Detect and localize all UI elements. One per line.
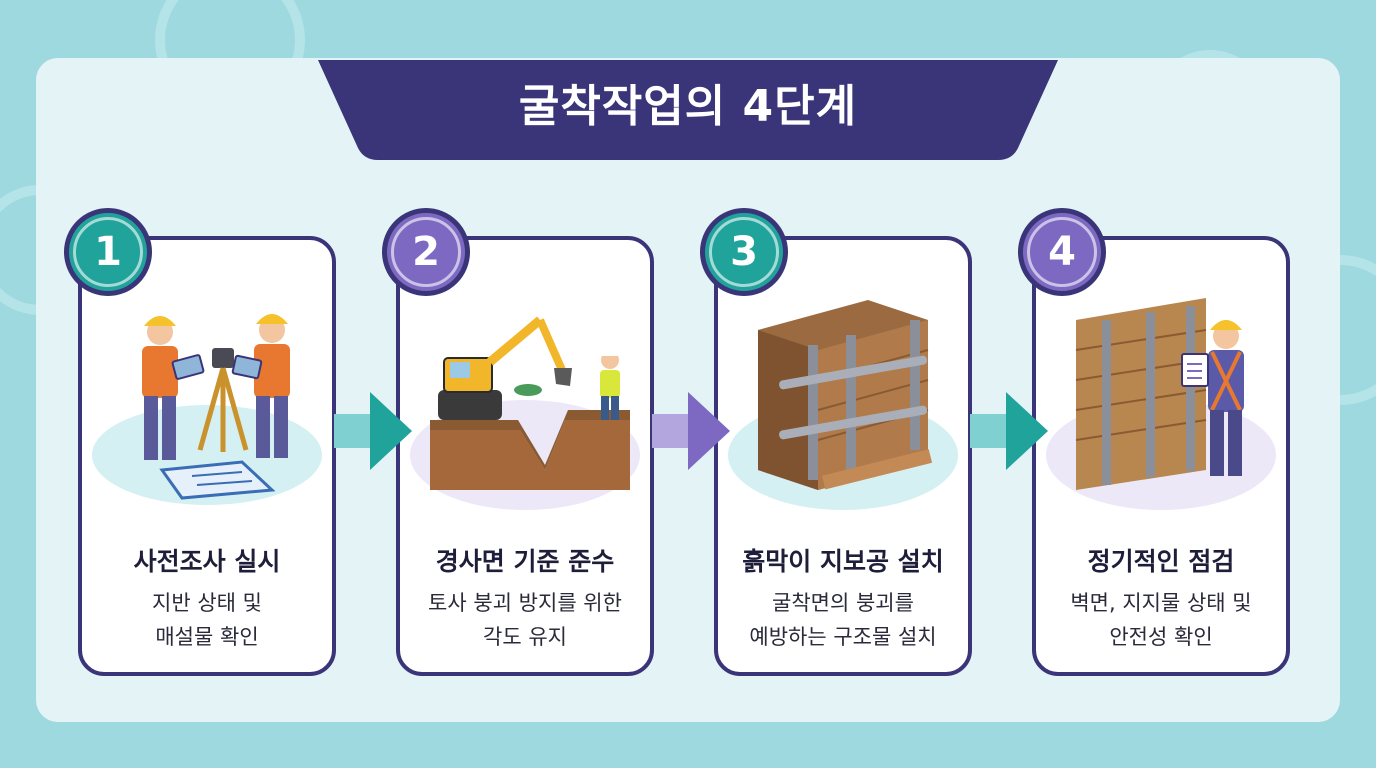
step-number-badge-4: 4 — [1018, 208, 1106, 296]
step-description: 벽면, 지지물 상태 및 안전성 확인 — [1044, 586, 1278, 654]
step-number: 2 — [391, 217, 461, 287]
excavator-illustration — [410, 316, 640, 510]
step-title: 경사면 기준 준수 — [435, 547, 615, 576]
step-description-line: 안전성 확인 — [1109, 625, 1213, 649]
step-number: 4 — [1027, 217, 1097, 287]
step-number: 1 — [73, 217, 143, 287]
step-number-badge-1: 1 — [64, 208, 152, 296]
page-title: 굴착작업의 4단계 — [518, 81, 858, 132]
step-description-line: 토사 붕괴 방지를 위한 — [428, 591, 622, 615]
step-title: 사전조사 실시 — [133, 547, 281, 576]
arrow-right-icon — [652, 392, 730, 470]
step-description: 토사 붕괴 방지를 위한 각도 유지 — [408, 586, 642, 654]
step-number: 3 — [709, 217, 779, 287]
inspector-illustration — [1046, 298, 1276, 510]
step-number-badge-3: 3 — [700, 208, 788, 296]
step-card-2: 경사면 기준 준수 토사 붕괴 방지를 위한 각도 유지 — [396, 236, 654, 676]
step-number-badge-2: 2 — [382, 208, 470, 296]
step-description-line: 굴착면의 붕괴를 — [772, 591, 914, 615]
arrow-right-icon — [970, 392, 1048, 470]
step-description-line: 예방하는 구조물 설치 — [749, 625, 937, 649]
step-description-line: 지반 상태 및 — [152, 591, 262, 615]
arrow-right-icon — [334, 392, 412, 470]
step-card-1: 사전조사 실시 지반 상태 및 매설물 확인 — [78, 236, 336, 676]
step-description: 지반 상태 및 매설물 확인 — [90, 586, 324, 654]
step-description: 굴착면의 붕괴를 예방하는 구조물 설치 — [726, 586, 960, 654]
step-card-4: 정기적인 점검 벽면, 지지물 상태 및 안전성 확인 — [1032, 236, 1290, 676]
step-card-3: 흙막이 지보공 설치 굴착면의 붕괴를 예방하는 구조물 설치 — [714, 236, 972, 676]
surveyor-illustration — [92, 314, 322, 505]
step-description-line: 벽면, 지지물 상태 및 — [1070, 591, 1252, 615]
step-title: 정기적인 점검 — [1087, 547, 1235, 576]
step-description-line: 매설물 확인 — [155, 625, 259, 649]
shoring-illustration — [728, 300, 958, 510]
step-description-line: 각도 유지 — [483, 625, 567, 649]
step-title: 흙막이 지보공 설치 — [742, 547, 944, 576]
title-banner — [318, 60, 1058, 160]
